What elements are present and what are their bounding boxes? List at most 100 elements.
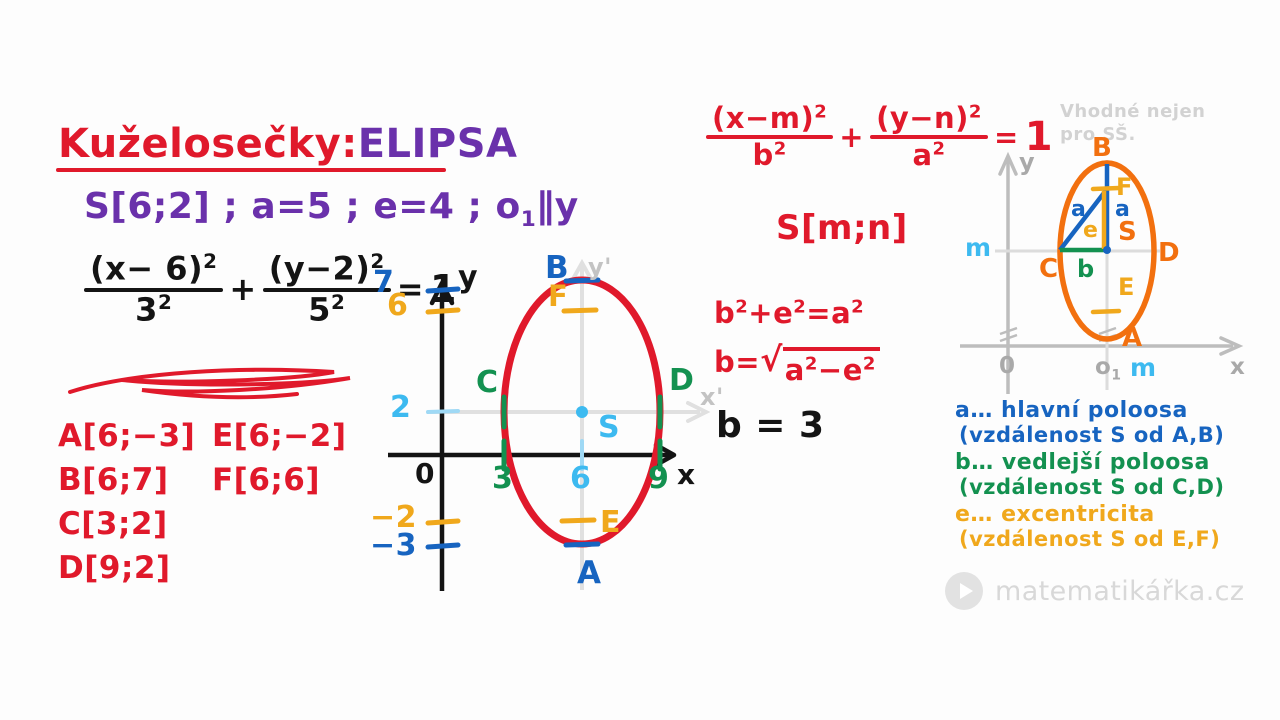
y-axis-arrow: [429, 280, 455, 306]
main-eq-plus: +: [229, 270, 257, 309]
main-eq-frac2-numerator: (y−2)2: [268, 249, 385, 288]
b-formula-sqrt: b= √ a2−e2: [714, 340, 880, 387]
vertex-tick-A: [563, 541, 601, 548]
ref-label-C: C: [1039, 254, 1059, 284]
y-tick-label-2: 2: [390, 390, 412, 425]
graph-x-axis-label: x: [677, 458, 696, 491]
legend-detail: (vzdálenost S od C,D): [959, 475, 1225, 499]
y-tick-6: [425, 307, 461, 315]
graph-point-label-C: C: [476, 365, 499, 400]
given-center: S[6;2]: [84, 186, 211, 227]
gf-frac2-bar: [870, 135, 988, 140]
main-eq-frac2-bar: [262, 287, 391, 292]
pythagoras-relation: b2+e2=a2: [714, 296, 865, 330]
graph-point-label-F: F: [548, 279, 569, 313]
ref-label-E: E: [1118, 273, 1135, 301]
watermark-text: matematikářka.cz: [995, 575, 1245, 607]
radical-sign: √: [760, 340, 783, 379]
xprime-arrow: [686, 401, 711, 423]
graph-point-label-A: A: [577, 555, 602, 591]
legend-dots: …: [970, 502, 993, 527]
ref-focus-tick-E: [1090, 308, 1122, 315]
main-equation-fraction-1: (x− 6)2 32: [84, 251, 224, 329]
vertex-tick-B: [563, 277, 601, 284]
ref-a-hypotenuse: [1058, 187, 1109, 252]
given-values: S[6;2] ; a=5 ; e=4 ; o1∥y: [84, 186, 579, 232]
ref-label-m-y-axis: m: [965, 233, 992, 262]
y-tick-label-7: 7: [373, 265, 395, 300]
graph-point-label-B: B: [545, 250, 570, 286]
title-subject: ELIPSA: [357, 121, 518, 167]
ref-x-axis-label: x: [1230, 354, 1246, 380]
ref-label-A: A: [1122, 323, 1143, 353]
given-sep-2: ;: [345, 186, 361, 227]
general-form-center: S[m;n]: [776, 208, 908, 248]
emphasis-scribble: [68, 367, 351, 400]
ref-o1-label: o1: [1095, 354, 1122, 384]
legend-list: a… hlavní poloosa (vzdálenost S od A,B) …: [955, 398, 1225, 551]
graph-yprime-axis-label: y': [588, 253, 612, 281]
diagram-note-line-2: pro SŠ.: [1060, 123, 1136, 145]
ref-label-e: e: [1083, 218, 1099, 243]
y-tick-minus-3: [425, 542, 461, 550]
y-tick-2: [426, 409, 460, 414]
coordinate-graph: 7 6 2 −2 −3 0 x y x' y' 3 6 9 B F C D S …: [370, 250, 723, 595]
gf-plus: +: [839, 119, 865, 154]
legend-symbol: e: [955, 502, 971, 527]
given-a: a=5: [251, 186, 333, 227]
x-tick-label-6: 6: [570, 461, 592, 496]
ref-label-F: F: [1116, 173, 1133, 201]
legend-dots: …: [970, 398, 993, 423]
main-eq-frac1-denominator: 32: [135, 290, 173, 329]
point-item: B[6;7]: [58, 462, 169, 499]
title-separator: :: [341, 121, 358, 167]
points-list-column-2: E[6;−2] F[6;6]: [212, 414, 347, 502]
reference-diagram-svg: [960, 151, 1244, 394]
given-e: e=4: [373, 186, 455, 227]
legend-term: vedlejší poloosa: [1001, 450, 1210, 475]
legend-item-b: b… vedlejší poloosa (vzdálenost S od C,D…: [955, 450, 1225, 499]
legend-detail: (vzdálenost S od A,B): [959, 423, 1225, 447]
b-result: b = 3: [716, 405, 825, 446]
ref-label-a-left: a: [1071, 197, 1087, 222]
point-item: D[9;2]: [58, 550, 171, 587]
legend-detail: (vzdálenost S od E,F): [959, 527, 1221, 551]
focus-tick-F: [561, 307, 599, 314]
b-formula: b= √ a2−e2: [714, 340, 880, 387]
graph-xprime-axis-label: x': [700, 383, 724, 411]
diagram-note: Vhodné nejen pro SŠ.: [1060, 101, 1206, 146]
play-icon[interactable]: [945, 572, 983, 610]
point-item: C[3;2]: [58, 506, 168, 543]
gf-frac1-numerator: (x−m)2: [712, 101, 828, 135]
legend-symbol: a: [955, 398, 971, 423]
legend-term: hlavní poloosa: [1001, 398, 1188, 423]
y-tick-label-minus-2: −2: [370, 500, 418, 535]
gf-frac1-bar: [706, 135, 834, 140]
ref-label-a-right: a: [1115, 197, 1131, 222]
y-tick-7: [425, 286, 461, 294]
diagram-note-line-1: Vhodné nejen: [1060, 101, 1206, 122]
y-tick-minus-2: [425, 518, 461, 526]
gf-frac2-denominator: a2: [912, 138, 946, 173]
yprime-arrow: [571, 258, 593, 281]
ref-label-m-x-axis: m: [1130, 353, 1157, 382]
ref-label-D: D: [1158, 238, 1181, 268]
ref-label-B: B: [1092, 133, 1113, 163]
ref-label-b: b: [1077, 255, 1095, 283]
ref-y-axis-label: y: [1019, 148, 1036, 176]
title-main: Kuželosečky: [58, 121, 342, 167]
gf-result: 1: [1024, 113, 1054, 160]
ref-x-axis-arrow: [1219, 336, 1244, 356]
general-form-fraction-1: (x−m)2 b2: [706, 101, 834, 170]
legend-term-row: b… vedlejší poloosa: [955, 450, 1225, 475]
given-axis: o1∥y: [495, 186, 579, 233]
ref-label-S: S: [1118, 217, 1138, 247]
legend-symbol: b: [955, 450, 972, 475]
ref-axis-break-y: [999, 326, 1018, 343]
general-form-equation: (x−m)2 b2 + (y−n)2 a2 = 1: [706, 101, 1054, 173]
main-eq-equals: =: [396, 270, 425, 309]
graph-point-label-S: S: [598, 410, 621, 445]
gf-equals: =: [993, 119, 1019, 154]
given-sep-1: ;: [223, 186, 239, 227]
